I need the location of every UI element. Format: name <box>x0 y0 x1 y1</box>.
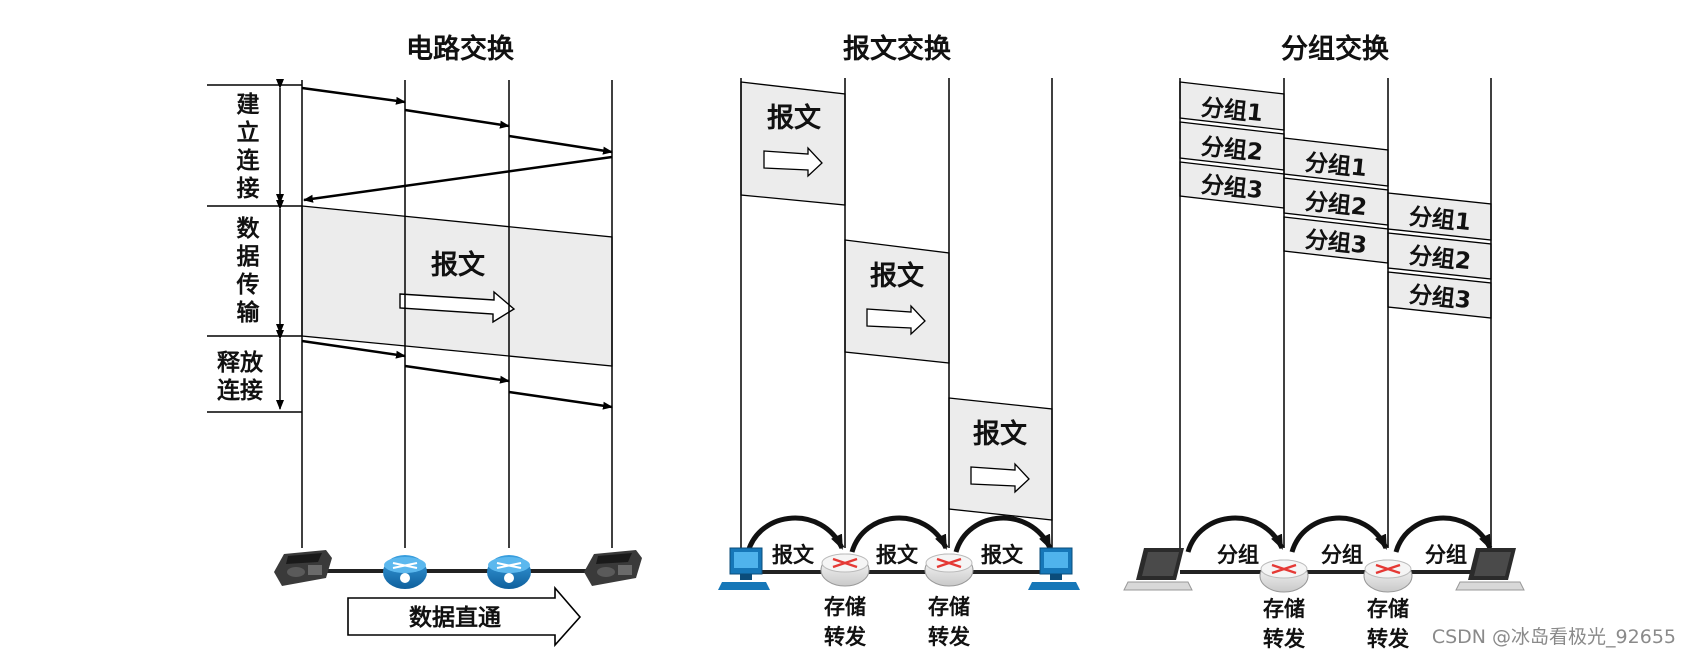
release-signal-arrows <box>301 339 613 410</box>
message-block-2 <box>844 239 950 364</box>
store-forward-label-line2: 转发 <box>1263 627 1306 651</box>
phase-transfer-char-2: 据 <box>237 244 260 270</box>
store-forward-label-line1: 存储 <box>928 595 970 619</box>
packet-switching-panel: 分组交换 分组1 分组2 分组3 分组1 分组2 分组3 分组1 分组2 分组3… <box>1123 33 1525 651</box>
packet-1-label: 分组1 <box>1304 149 1368 182</box>
circuit-switch-icon <box>487 555 531 589</box>
store-forward-label-line2: 转发 <box>1367 627 1410 651</box>
direct-path-arrow <box>347 585 582 648</box>
store-forward-router-icon <box>1259 559 1309 593</box>
packet-1-label: 分组1 <box>1408 203 1472 236</box>
phase-setup-char-2: 立 <box>237 119 260 146</box>
phase-setup-char-1: 建 <box>237 92 260 118</box>
message-switching-panel: 报文交换 报文 报文 报文 报文 报文 报文 <box>718 33 1080 649</box>
store-forward-router-icon <box>1363 559 1413 593</box>
packet-3-label: 分组3 <box>1304 226 1368 259</box>
circuit-message-label: 报文 <box>431 249 486 281</box>
message-block-2-arrow <box>866 304 926 336</box>
message-block-1-arrow <box>763 146 823 178</box>
packet-3-label: 分组3 <box>1200 171 1264 204</box>
message-hop-arrow <box>849 515 949 553</box>
phase-transfer-char-3: 传 <box>236 272 260 298</box>
circuit-switch-icon <box>383 555 427 589</box>
message-block-3 <box>948 397 1053 521</box>
message-block-3-arrow <box>970 462 1030 494</box>
packet-3-label: 分组3 <box>1408 281 1472 314</box>
computer-icon <box>1028 547 1080 590</box>
circuit-data-band <box>301 205 613 367</box>
packet-1-label: 分组1 <box>1200 94 1264 127</box>
message-block-2-label: 报文 <box>870 260 925 292</box>
store-forward-router-icon <box>820 553 870 587</box>
message-hop-label: 报文 <box>981 543 1024 567</box>
phase-bracket <box>207 79 302 413</box>
store-forward-label-line1: 存储 <box>824 595 866 619</box>
packet-2-label: 分组2 <box>1304 188 1368 221</box>
store-forward-label-line1: 存储 <box>1367 597 1409 621</box>
setup-signal-arrows <box>301 86 613 203</box>
packet-hop-label: 分组 <box>1217 543 1259 567</box>
message-hop-arrow <box>953 515 1053 553</box>
phase-setup-char-4: 接 <box>237 176 260 202</box>
packet-hop-label: 分组 <box>1321 543 1363 567</box>
phase-setup-char-3: 连 <box>237 147 261 174</box>
phase-transfer-char-4: 输 <box>237 299 261 326</box>
phase-release-line-2: 连接 <box>217 377 263 404</box>
message-block-3-label: 报文 <box>973 418 1028 450</box>
message-block-1 <box>740 81 846 206</box>
telephone-icon <box>584 550 642 586</box>
computer-icon <box>718 547 770 590</box>
message-block-1-label: 报文 <box>767 102 822 134</box>
direct-path-label: 数据直通 <box>409 604 501 631</box>
store-forward-label-line2: 转发 <box>928 625 971 649</box>
packet-hop-arrow <box>1393 515 1493 553</box>
packet-hop-arrow <box>1185 515 1285 553</box>
store-forward-router-icon <box>924 553 974 587</box>
circuit-switching-title: 电路交换 <box>406 33 515 65</box>
watermark-text: CSDN @冰岛看极光_92655 <box>1432 626 1676 648</box>
message-switching-title: 报文交换 <box>843 33 952 65</box>
packet-hop-arrow <box>1289 515 1389 553</box>
message-hop-label: 报文 <box>876 543 919 567</box>
packet-hop-label: 分组 <box>1425 543 1467 567</box>
store-forward-label-line2: 转发 <box>824 625 867 649</box>
circuit-message-arrow <box>399 290 516 324</box>
packet-2-label: 分组2 <box>1200 133 1264 166</box>
laptop-icon <box>1455 548 1525 591</box>
laptop-icon <box>1123 548 1193 591</box>
phase-transfer-char-1: 数 <box>237 216 261 242</box>
message-hop-arrow <box>745 515 845 553</box>
packet-switching-title: 分组交换 <box>1281 33 1390 65</box>
phase-release-line-1: 释放 <box>217 349 264 376</box>
circuit-switching-panel: 电路交换 建 立 连 接 数 据 传 输 释放 连接 报文 <box>207 33 642 648</box>
telephone-icon <box>274 550 332 586</box>
message-hop-label: 报文 <box>772 543 815 567</box>
packet-2-label: 分组2 <box>1408 242 1472 275</box>
store-forward-label-line1: 存储 <box>1263 597 1305 621</box>
